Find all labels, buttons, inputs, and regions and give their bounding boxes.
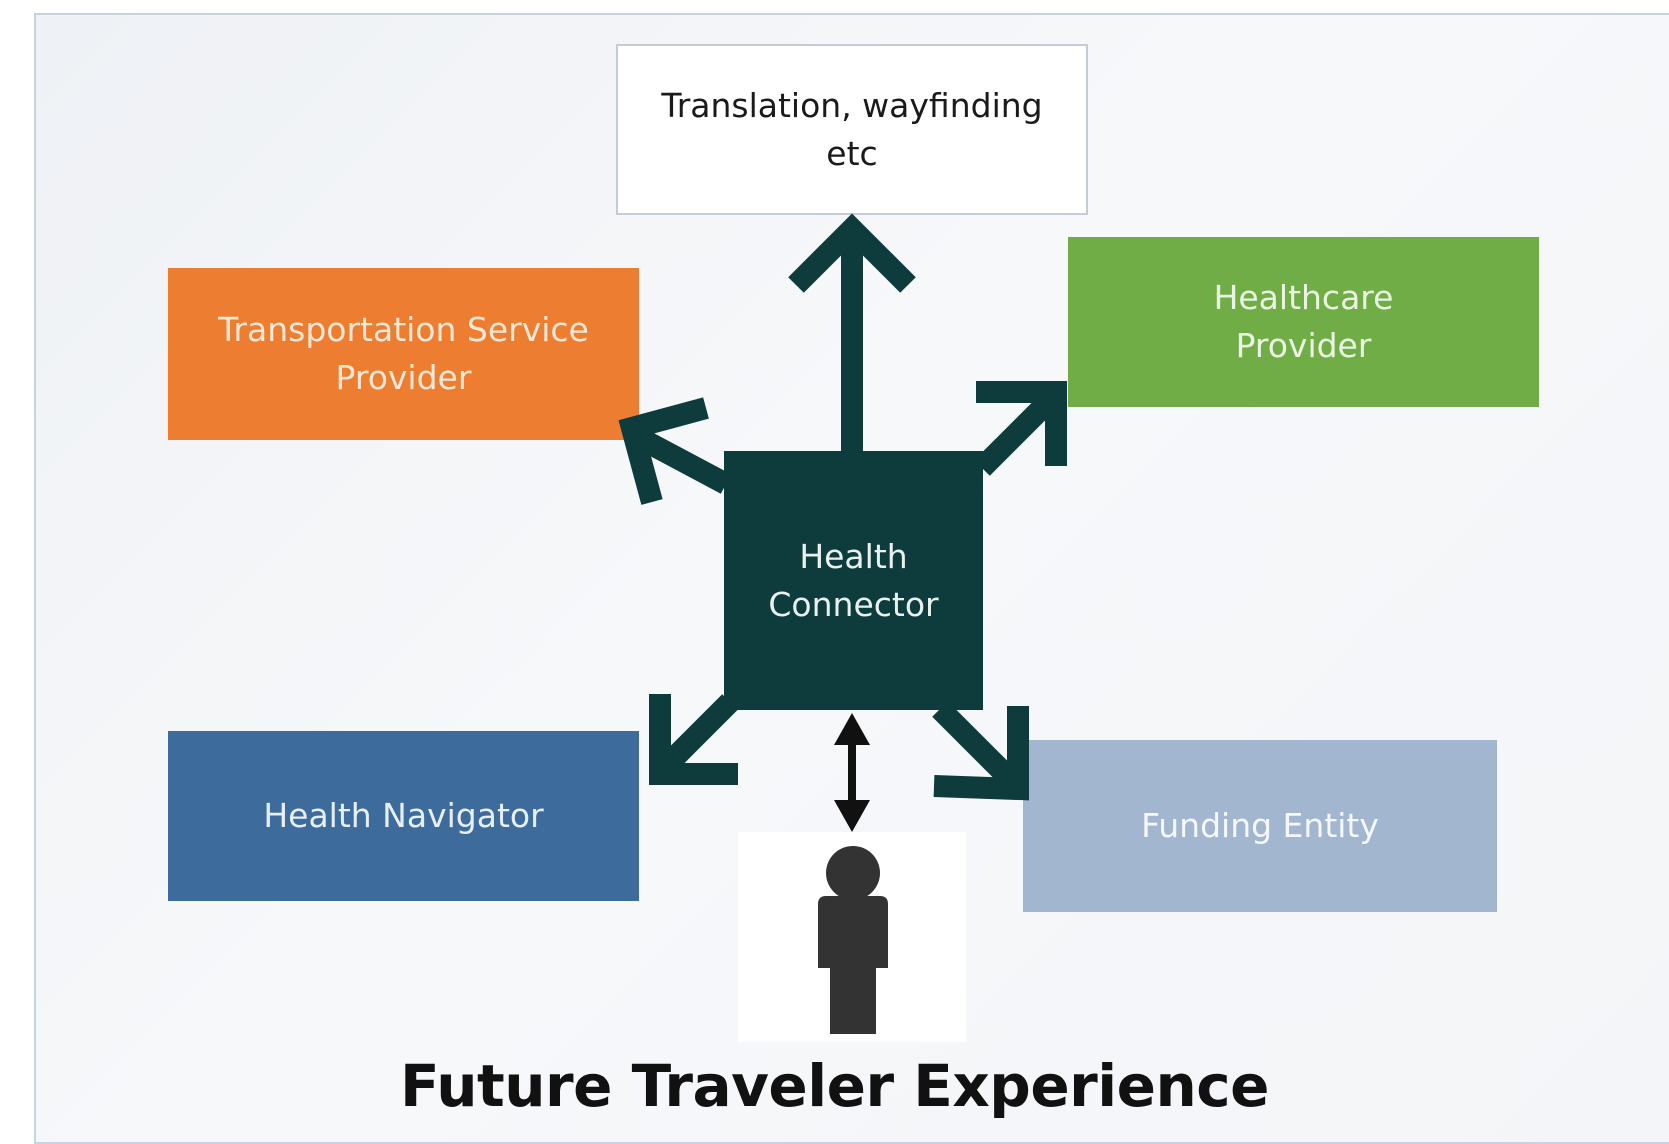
double-arrow-head-down — [834, 800, 870, 832]
arrowhead-healthcare — [976, 381, 1067, 466]
translation-line-1: Translation, wayfinding — [661, 85, 1043, 125]
healthcare-line-1: Healthcare — [1213, 278, 1394, 318]
diagram-caption: Future Traveler Experience — [400, 1052, 1269, 1120]
connector-line-2: Connector — [768, 584, 939, 624]
navigator-label: Health Navigator — [263, 796, 544, 836]
double-arrow-head-up — [834, 713, 870, 745]
person-icon — [818, 846, 888, 1034]
arrow-to-navigator — [652, 694, 738, 780]
arrow-to-transport — [626, 424, 732, 494]
arrowhead-translation — [788, 213, 916, 293]
arrowhead-funding — [933, 706, 1029, 801]
transport-line-2: Provider — [335, 358, 472, 397]
funding-label: Funding Entity — [1141, 806, 1379, 846]
translation-line-2: etc — [826, 133, 878, 173]
funding-entity-box: Funding Entity — [1023, 740, 1497, 912]
health-navigator-box: Health Navigator — [168, 731, 639, 901]
translation-box: Translation, wayfinding etc — [616, 44, 1088, 215]
arrowhead-navigator — [649, 694, 738, 785]
healthcare-line-2: Provider — [1235, 326, 1372, 365]
arrowhead-transport — [618, 397, 709, 505]
transport-line-1: Transportation Service — [218, 310, 589, 350]
connector-line-1: Health — [799, 536, 908, 576]
arrow-to-funding — [932, 701, 1028, 797]
